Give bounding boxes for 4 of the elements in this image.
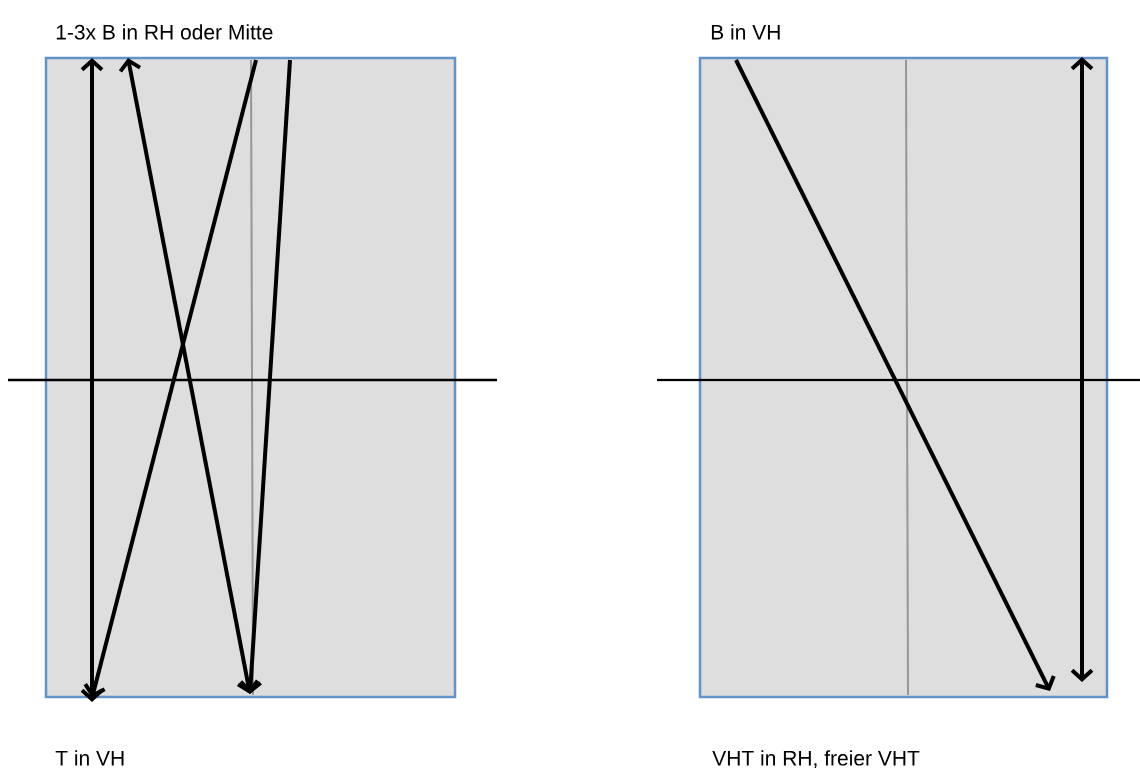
caption-label: VHT in RH, freier VHT <box>712 750 920 769</box>
caption-label: T in VH <box>55 750 124 766</box>
heading-label: 1-3x B in RH oder Mitte <box>56 24 273 40</box>
heading-label: B in VH <box>711 24 780 40</box>
